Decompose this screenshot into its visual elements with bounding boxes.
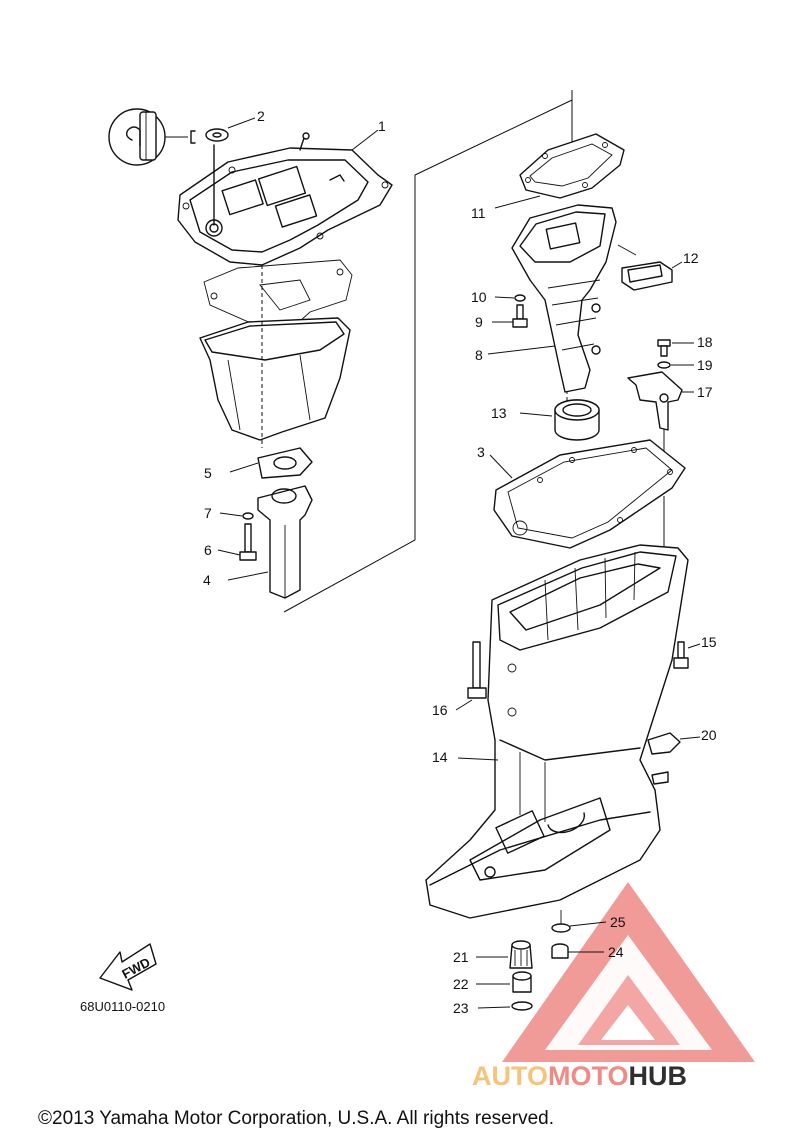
part-11-gasket	[494, 133, 625, 209]
part-8-upper-housing	[487, 204, 617, 393]
part-12-damper	[617, 244, 683, 291]
part-2-washer	[205, 117, 256, 142]
callout-13: 13	[491, 405, 507, 421]
callout-10: 10	[471, 289, 487, 305]
fwd-label: FWD	[119, 954, 152, 981]
part-9-bolt	[492, 304, 528, 328]
part-17-bracket	[627, 371, 694, 431]
callout-2: 2	[257, 108, 265, 124]
part-13-seal	[519, 399, 600, 441]
callout-11: 11	[471, 205, 486, 221]
callout-25: 25	[610, 914, 626, 930]
callout-15: 15	[701, 634, 717, 650]
callout-8: 8	[475, 347, 483, 363]
callout-6: 6	[204, 542, 212, 558]
part-10-washer	[494, 294, 526, 302]
callout-4: 4	[203, 572, 211, 588]
part-4-exhaust-pipe	[227, 485, 313, 599]
callout-20: 20	[701, 727, 717, 743]
callout-12: 12	[683, 250, 699, 266]
part-5-gasket	[229, 447, 313, 479]
callout-1: 1	[378, 118, 386, 134]
part-14-upper-casing	[425, 544, 689, 919]
part-7-washer	[219, 512, 254, 520]
watermark-auto: AUTO	[472, 1061, 548, 1091]
callout-7: 7	[204, 505, 212, 521]
forward-direction-arrow-icon: FWD	[99, 943, 157, 991]
part-16-bolt	[455, 641, 487, 711]
callout-22: 22	[453, 976, 469, 992]
part-21-grommet	[476, 940, 533, 969]
part-6-bolt	[217, 523, 257, 561]
callout-19: 19	[697, 357, 713, 373]
part-24-plug	[551, 943, 604, 959]
callout-21: 21	[453, 949, 469, 965]
watermark-hub: HUB	[629, 1061, 688, 1091]
callout-24: 24	[608, 944, 624, 960]
callout-9: 9	[475, 314, 483, 330]
callout-16: 16	[432, 702, 448, 718]
part-25-washer	[551, 910, 607, 933]
part-3-gasket	[489, 439, 686, 549]
wire-clip-reference-icon	[108, 108, 196, 166]
callout-5: 5	[204, 465, 212, 481]
watermark-moto: MOTO	[548, 1061, 629, 1091]
part-23-circlip	[477, 1001, 533, 1011]
part-19-washer	[657, 361, 694, 369]
part-20-clip	[647, 732, 701, 785]
callout-3: 3	[477, 444, 485, 460]
part-22-bushing	[476, 971, 532, 993]
callout-14: 14	[432, 749, 448, 765]
part-upper-casing-body	[199, 265, 351, 448]
watermark-logo	[502, 882, 755, 1062]
part-18-screw	[657, 339, 694, 357]
callout-18: 18	[697, 334, 713, 350]
part-1-mount-plate	[177, 129, 393, 266]
part-15-bolt	[673, 641, 701, 669]
copyright-notice: ©2013 Yamaha Motor Corporation, U.S.A. A…	[38, 1108, 554, 1129]
callout-23: 23	[453, 1000, 469, 1016]
watermark-text: AUTOMOTOHUB	[472, 1061, 687, 1091]
callout-17: 17	[697, 384, 713, 400]
diagram-code: 68U0110-0210	[80, 999, 165, 1014]
part-gasket-upper	[203, 259, 353, 331]
